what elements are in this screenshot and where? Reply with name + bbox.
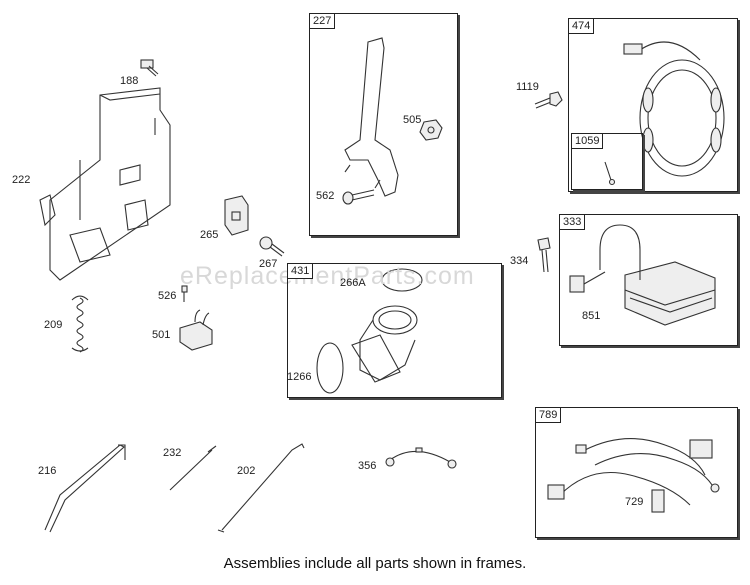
- diagram-caption: Assemblies include all parts shown in fr…: [223, 555, 527, 572]
- label-202: 202: [237, 465, 256, 477]
- label-266a: 266A: [340, 277, 366, 289]
- part-1119-bolt: [534, 91, 563, 109]
- label-222: 222: [12, 174, 31, 186]
- part-209-spring: [71, 295, 89, 353]
- frame-label-789: 789: [535, 407, 562, 423]
- label-356: 356: [358, 460, 377, 472]
- label-1119: 1119: [516, 81, 539, 93]
- label-729: 729: [625, 496, 644, 508]
- part-202-link: [217, 443, 305, 533]
- frame-789: [535, 407, 738, 538]
- part-526-screw: [181, 285, 188, 302]
- label-501: 501: [152, 329, 171, 341]
- label-505: 505: [403, 114, 422, 126]
- label-232: 232: [163, 447, 182, 459]
- part-501-module: [179, 309, 213, 351]
- part-232-wire: [169, 445, 217, 491]
- part-562-screw: [342, 189, 375, 205]
- part-789-harness: [547, 438, 720, 513]
- label-267: 267: [259, 258, 278, 270]
- label-526: 526: [158, 290, 177, 302]
- frame-227: [309, 13, 458, 236]
- frame-label-227: 227: [309, 13, 336, 29]
- part-227-lever: [344, 37, 399, 197]
- part-222-bracket: [39, 87, 171, 281]
- part-1059-screw: [604, 161, 616, 186]
- part-505-nut: [419, 119, 443, 141]
- part-267-screw: [259, 236, 285, 257]
- frame-431: [287, 263, 502, 398]
- part-216-rod: [44, 444, 126, 533]
- label-1266: 1266: [287, 371, 312, 383]
- frame-474: [568, 18, 738, 192]
- frame-label-431: 431: [287, 263, 314, 279]
- part-431-intake: [316, 268, 423, 394]
- part-356-cable: [385, 447, 457, 469]
- part-334-bolt: [537, 237, 551, 273]
- frame-1059: [571, 133, 643, 190]
- frame-333: [559, 214, 738, 346]
- label-562: 562: [316, 190, 335, 202]
- frame-label-1059: 1059: [571, 133, 604, 149]
- label-216: 216: [38, 465, 57, 477]
- label-334: 334: [510, 255, 529, 267]
- part-265-clip: [224, 195, 249, 236]
- label-265: 265: [200, 229, 219, 241]
- watermark-text: eReplacementParts.com: [180, 262, 475, 290]
- part-333-armature: [569, 224, 716, 326]
- frame-label-474: 474: [568, 18, 595, 34]
- label-851: 851: [582, 310, 601, 322]
- frame-label-333: 333: [559, 214, 586, 230]
- label-209: 209: [44, 319, 63, 331]
- label-188: 188: [120, 75, 139, 87]
- part-188-screw: [140, 59, 159, 77]
- part-474-stator: [623, 41, 725, 177]
